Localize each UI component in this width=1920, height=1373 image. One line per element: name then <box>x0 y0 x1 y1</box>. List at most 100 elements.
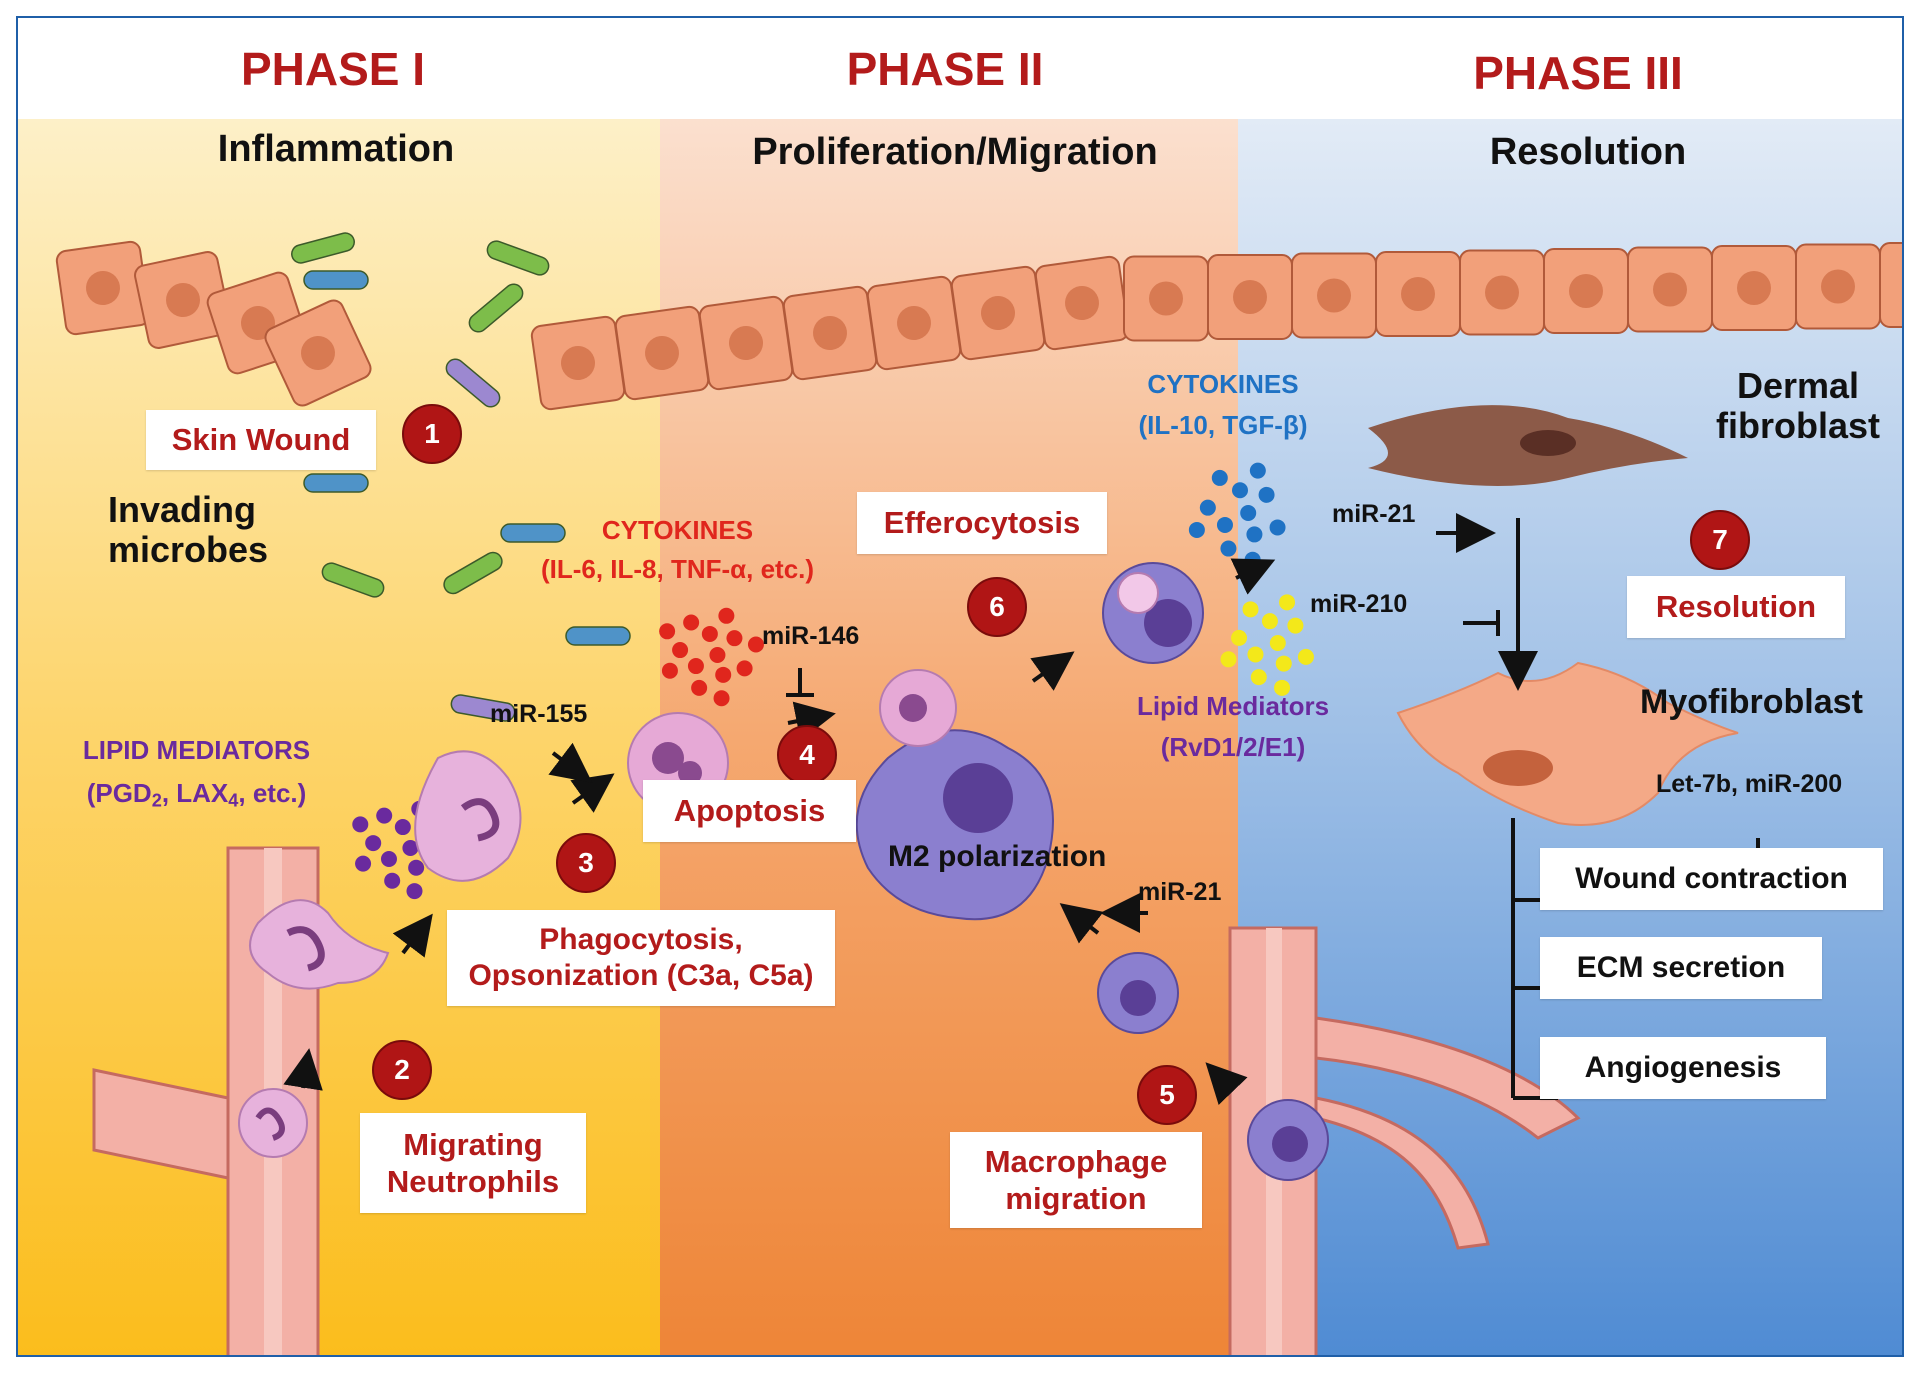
cytokine-dot <box>1240 505 1257 521</box>
cytokine-dot <box>352 816 369 833</box>
cytokine-dot <box>394 819 411 836</box>
cytokine-dot <box>1216 516 1233 533</box>
cytokine-dot <box>365 835 382 852</box>
cytokine-dot <box>1250 669 1267 686</box>
cytokine-dot <box>726 630 743 647</box>
cytokine-dot <box>1244 551 1261 568</box>
macrophage-engulfing <box>855 669 1054 921</box>
epithelial-cell <box>1459 249 1545 336</box>
cytokine-dot <box>1274 679 1291 696</box>
let-7b-mir-200-label: Let-7b, miR-200 <box>1656 770 1843 798</box>
epithelial-cell <box>55 240 151 336</box>
phase-2-title: PHASE II <box>846 43 1044 95</box>
microbe <box>445 358 501 408</box>
epithelial-cell <box>1627 246 1713 333</box>
epithelial-cell <box>1543 248 1629 334</box>
microbe <box>486 240 550 276</box>
epithelial-cell <box>782 285 878 381</box>
mir-21-m2-label: miR-21 <box>1138 878 1222 906</box>
cytokine-dot <box>701 625 718 642</box>
epithelial-cell <box>1711 245 1797 331</box>
cytokine-dot <box>1199 499 1216 516</box>
cytokine-dot <box>1287 617 1304 634</box>
mir-146-label: miR-146 <box>762 622 860 650</box>
microbe <box>500 523 566 543</box>
cytokine-dot <box>1188 521 1205 538</box>
phase-1-title: PHASE I <box>240 43 426 95</box>
epithelial-cell <box>1795 243 1881 330</box>
cytokine-dot <box>1220 540 1237 557</box>
cytokine-dot <box>1275 655 1292 672</box>
cytokine-dot <box>659 623 676 640</box>
macrophage-m2-precursor <box>1097 952 1179 1034</box>
macrophage-in-vessel <box>1247 1099 1329 1181</box>
cytokine-dot <box>736 660 753 677</box>
mir-210-label: miR-210 <box>1310 590 1408 618</box>
phase-2-subtitle: Proliferation/Migration <box>752 131 1158 173</box>
neutrophil-phagocytosing <box>414 750 522 882</box>
myofibroblast <box>1396 661 1739 826</box>
epithelial-cell <box>134 251 232 349</box>
myofibroblast-label: Myofibroblast <box>1640 683 1863 721</box>
epithelial-cell <box>264 299 372 407</box>
cytokine-dot <box>709 647 726 663</box>
cytokine-dot <box>1269 519 1286 536</box>
epithelial-cell <box>1375 251 1461 337</box>
cytokine-dot <box>687 658 704 675</box>
cytokine-dot <box>1258 486 1275 503</box>
microbe <box>565 626 631 646</box>
cytokine-dot <box>672 642 689 659</box>
microbe <box>303 473 369 493</box>
cytokine-dot <box>747 636 764 653</box>
cytokine-dot <box>1297 648 1314 665</box>
cytokine-dot <box>718 607 735 624</box>
efferocytosis-label: Efferocytosis <box>857 492 1107 554</box>
angiogenesis-label: Angiogenesis <box>1540 1037 1826 1099</box>
cytokine-dot <box>408 859 425 876</box>
resolution-label: Resolution <box>1627 576 1845 638</box>
epithelial-cell <box>530 315 626 411</box>
cytokine-dot <box>1220 651 1237 668</box>
cytokine-dot <box>661 662 678 679</box>
wound-contraction-label: Wound contraction <box>1540 848 1883 910</box>
cytokine-dot <box>380 851 397 868</box>
epithelial-cell <box>1123 255 1209 342</box>
microbe <box>443 551 503 595</box>
cytokine-dot <box>1246 526 1263 543</box>
step-badge-3: 3 <box>556 833 616 893</box>
epithelial-cell <box>1879 242 1902 328</box>
cytokine-dot <box>1231 629 1248 646</box>
cytokine-dot <box>355 855 372 872</box>
apoptosis-label: Apoptosis <box>643 780 856 842</box>
cytokine-dot <box>402 840 419 856</box>
lipid-mediators-label: LIPID MEDIATORS (PGD2, LAX4, etc.) <box>82 735 311 811</box>
phagocytosis-label: Phagocytosis,Opsonization (C3a, C5a) <box>447 910 835 1006</box>
cytokine-dot <box>1242 601 1259 618</box>
m2-polarization-label: M2 polarization <box>888 840 1107 873</box>
cytokine-dot <box>1269 635 1286 651</box>
step-badge-5: 5 <box>1137 1065 1197 1125</box>
cytokine-dot <box>406 883 423 900</box>
cytokine-dot <box>1249 462 1266 479</box>
epithelial-cell <box>1207 254 1293 340</box>
microbe <box>303 270 369 290</box>
cytokines-proinflammatory-label: CYTOKINES (IL-6, IL-8, TNF-α, etc.) <box>540 515 815 585</box>
skin-epithelium <box>55 240 1902 411</box>
epithelial-cell <box>614 305 710 401</box>
cytokine-dot <box>691 679 708 696</box>
dermal-fibroblast <box>1368 405 1688 486</box>
epithelial-cell <box>1034 255 1130 351</box>
step-badge-2: 2 <box>372 1040 432 1100</box>
cytokine-dot <box>384 872 401 889</box>
macrophage-efferocytosis <box>1102 562 1204 664</box>
cytokine-dot <box>683 614 700 631</box>
cytokine-dot <box>1247 646 1264 663</box>
cytokine-dot <box>1211 469 1228 486</box>
microbe <box>321 562 385 598</box>
phase-1-subtitle: Inflammation <box>217 128 455 170</box>
cytokine-dot <box>1231 482 1248 499</box>
